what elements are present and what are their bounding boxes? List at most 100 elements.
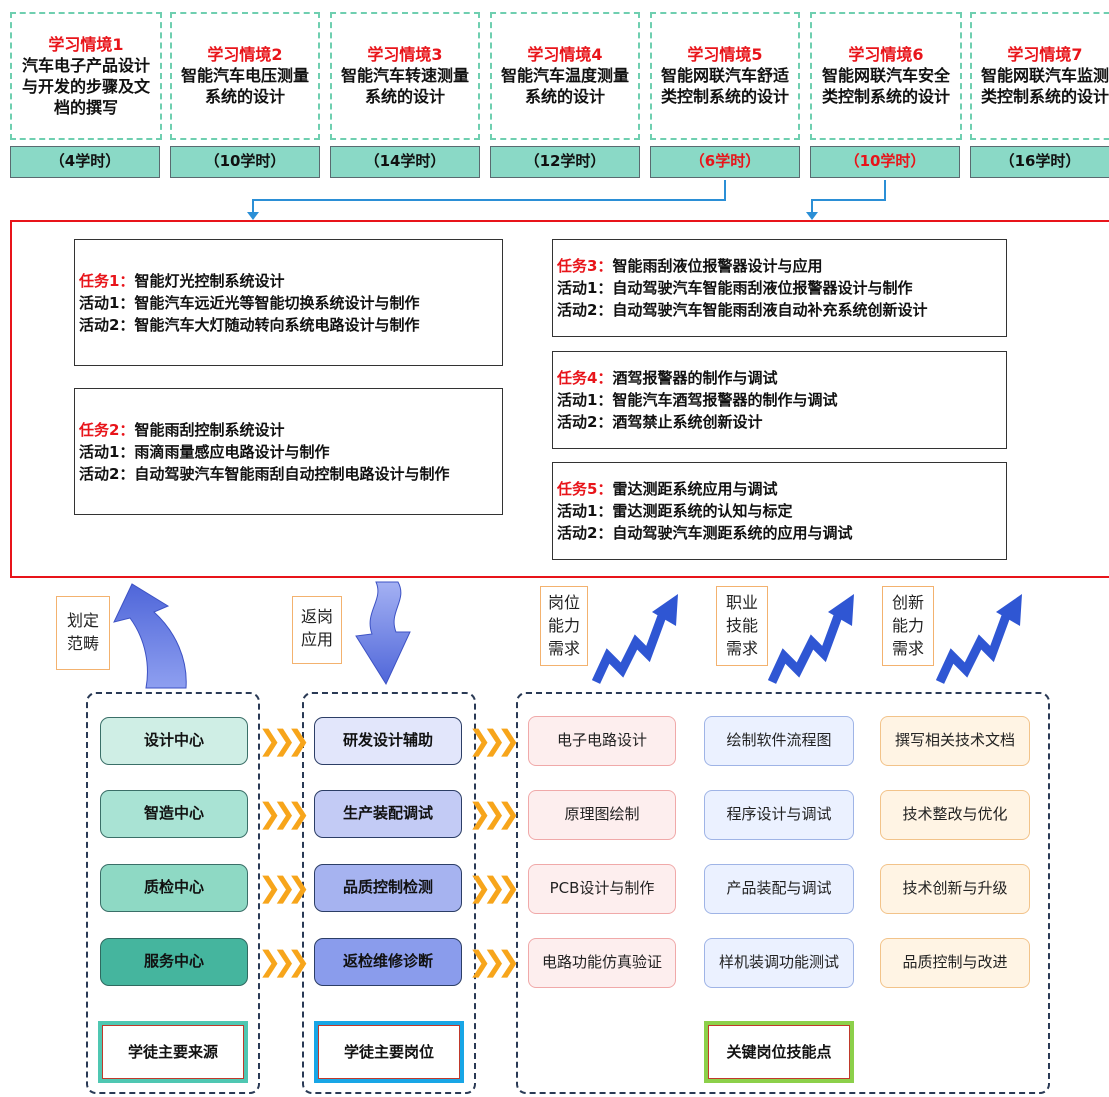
task-label: 任务4： [557, 369, 613, 387]
position-production-debug: 生产装配调试 [314, 790, 462, 838]
legend-positions-label: 学徒主要岗位 [318, 1025, 460, 1079]
skills-group [516, 692, 1050, 1094]
trend-up-arrow-icon [936, 594, 1022, 684]
tag-line: 返岗 [300, 607, 333, 626]
situation-name-line: 档的撰写 [53, 97, 118, 117]
task-name: 智能雨刮液位报警器设计与应用 [612, 257, 823, 275]
tag-line: 能力 [547, 616, 580, 635]
task-activity: 活动2：自动驾驶汽车智能雨刮自动控制电路设计与制作 [79, 464, 450, 483]
chevron-right-icon: ❯❯❯ [258, 871, 310, 904]
innovation-demand-tag: 创新 能力 需求 [882, 586, 934, 666]
situation-card-2: 学习情境2 智能汽车电压测量 系统的设计 [170, 12, 320, 140]
positions-group [302, 692, 476, 1094]
tag-line: 范畴 [66, 634, 99, 653]
skill-item: 绘制软件流程图 [704, 716, 854, 766]
hours-badge-3: （14学时） [330, 146, 480, 178]
task-activity: 活动2：自动驾驶汽车智能雨刮液自动补充系统创新设计 [557, 301, 928, 319]
skill-item: 样机装调功能测试 [704, 938, 854, 988]
skill-item: 产品装配与调试 [704, 864, 854, 914]
position-rd-assist: 研发设计辅助 [314, 717, 462, 765]
task-heading: 任务5：雷达测距系统应用与调试 [557, 478, 1006, 500]
chevron-right-icon: ❯❯❯ [258, 724, 310, 757]
situation-name-line: 智能汽车温度测量 [500, 66, 629, 85]
chevron-right-icon: ❯❯❯ [468, 871, 520, 904]
connector-line-6 [811, 180, 886, 214]
connector-arrows [247, 180, 886, 220]
tag-line: 技能 [725, 616, 758, 635]
legend-skills: 关键岗位技能点 [704, 1021, 854, 1083]
tag-line: 创新 [891, 593, 924, 612]
chevron-right-icon: ❯❯❯ [468, 724, 520, 757]
situation-title: 学习情境1 [48, 34, 124, 54]
situation-name-line: 类控制系统的设计 [660, 87, 789, 106]
wavy-down-arrow-icon [355, 581, 411, 686]
situation-name-line: 智能网联汽车舒适 [660, 66, 789, 85]
tag-line: 划定 [66, 611, 99, 630]
task-heading: 任务2：智能雨刮控制系统设计 [79, 419, 502, 441]
task-activity: 活动2：自动驾驶汽车测距系统的应用与调试 [557, 524, 853, 542]
chevron-right-icon: ❯❯❯ [468, 945, 520, 978]
situation-card-3: 学习情境3 智能汽车转速测量 系统的设计 [330, 12, 480, 140]
hours-badge-1: （4学时） [10, 146, 160, 178]
source-service-center: 服务中心 [100, 938, 248, 986]
task-name: 酒驾报警器的制作与调试 [612, 369, 778, 387]
legend-positions: 学徒主要岗位 [314, 1021, 464, 1083]
task-activity: 活动1：智能汽车远近光等智能切换系统设计与制作 [79, 293, 420, 312]
scope-tag: 划定 范畴 [56, 596, 110, 670]
chevron-right-icon: ❯❯❯ [258, 797, 310, 830]
situation-card-4: 学习情境4 智能汽车温度测量 系统的设计 [490, 12, 640, 140]
tag-line: 岗位 [547, 593, 580, 612]
skill-item: 程序设计与调试 [704, 790, 854, 840]
situation-name-line: 智能网联汽车安全 [821, 66, 950, 85]
hours-badge-5: （6学时） [650, 146, 800, 178]
situation-name-line: 系统的设计 [364, 87, 445, 106]
position-quality-inspection: 品质控制检测 [314, 864, 462, 912]
sources-group [86, 692, 260, 1094]
situation-card-5: 学习情境5 智能网联汽车舒适 类控制系统的设计 [650, 12, 800, 140]
situation-name-line: 与开发的步骤及文 [21, 76, 150, 96]
vocational-demand-tag: 职业 技能 需求 [716, 586, 768, 666]
return-tag: 返岗 应用 [292, 596, 342, 664]
arrowhead-icon [806, 212, 818, 220]
task-heading: 任务1：智能灯光控制系统设计 [79, 270, 502, 292]
task-label: 任务5： [557, 480, 613, 498]
chevron-right-icon: ❯❯❯ [258, 945, 310, 978]
task-box-2: 任务2：智能雨刮控制系统设计 活动1：雨滴雨量感应电路设计与制作 活动2：自动驾… [74, 388, 503, 515]
legend-sources: 学徒主要来源 [98, 1021, 248, 1083]
task-activity: 活动2：智能汽车大灯随动转向系统电路设计与制作 [79, 315, 420, 334]
task-name: 雷达测距系统应用与调试 [612, 480, 778, 498]
tag-line: 需求 [725, 639, 758, 658]
tag-line: 应用 [300, 630, 333, 649]
situation-card-7: 学习情境7 智能网联汽车监测 类控制系统的设计 [970, 12, 1109, 140]
task-activity: 活动1：智能汽车酒驾报警器的制作与调试 [557, 391, 838, 409]
situation-name-line: 汽车电子产品设计 [21, 55, 150, 75]
task-frame [10, 220, 1109, 578]
situation-name-line: 系统的设计 [204, 87, 285, 106]
skill-item: 品质控制与改进 [880, 938, 1030, 988]
task-heading: 任务4：酒驾报警器的制作与调试 [557, 367, 1006, 389]
task-box-1: 任务1：智能灯光控制系统设计 活动1：智能汽车远近光等智能切换系统设计与制作 活… [74, 239, 503, 366]
situation-name-line: 智能网联汽车监测 [980, 66, 1109, 85]
task-activity: 活动2：酒驾禁止系统创新设计 [557, 413, 763, 431]
task-activity: 活动1：雨滴雨量感应电路设计与制作 [79, 442, 330, 461]
skill-item: PCB设计与制作 [528, 864, 676, 914]
source-quality-center: 质检中心 [100, 864, 248, 912]
curved-up-arrow-icon [113, 583, 187, 689]
task-label: 任务3： [557, 257, 613, 275]
connector-line-5 [252, 180, 726, 214]
source-manufacturing-center: 智造中心 [100, 790, 248, 838]
task-label: 任务2： [79, 420, 135, 439]
situation-title: 学习情境6 [848, 45, 924, 64]
task-box-5: 任务5：雷达测距系统应用与调试 活动1：雷达测距系统的认知与标定 活动2：自动驾… [552, 462, 1007, 560]
source-design-center: 设计中心 [100, 717, 248, 765]
situation-title: 学习情境5 [687, 45, 763, 64]
position-repair-diagnosis: 返检维修诊断 [314, 938, 462, 986]
tag-line: 能力 [891, 616, 924, 635]
post-demand-tag: 岗位 能力 需求 [540, 586, 588, 666]
task-heading: 任务3：智能雨刮液位报警器设计与应用 [557, 255, 1006, 277]
skill-item: 技术创新与升级 [880, 864, 1030, 914]
trend-up-arrow-icon [592, 594, 678, 684]
tag-line: 职业 [725, 593, 758, 612]
skill-item: 技术整改与优化 [880, 790, 1030, 840]
skill-item: 电路功能仿真验证 [528, 938, 676, 988]
